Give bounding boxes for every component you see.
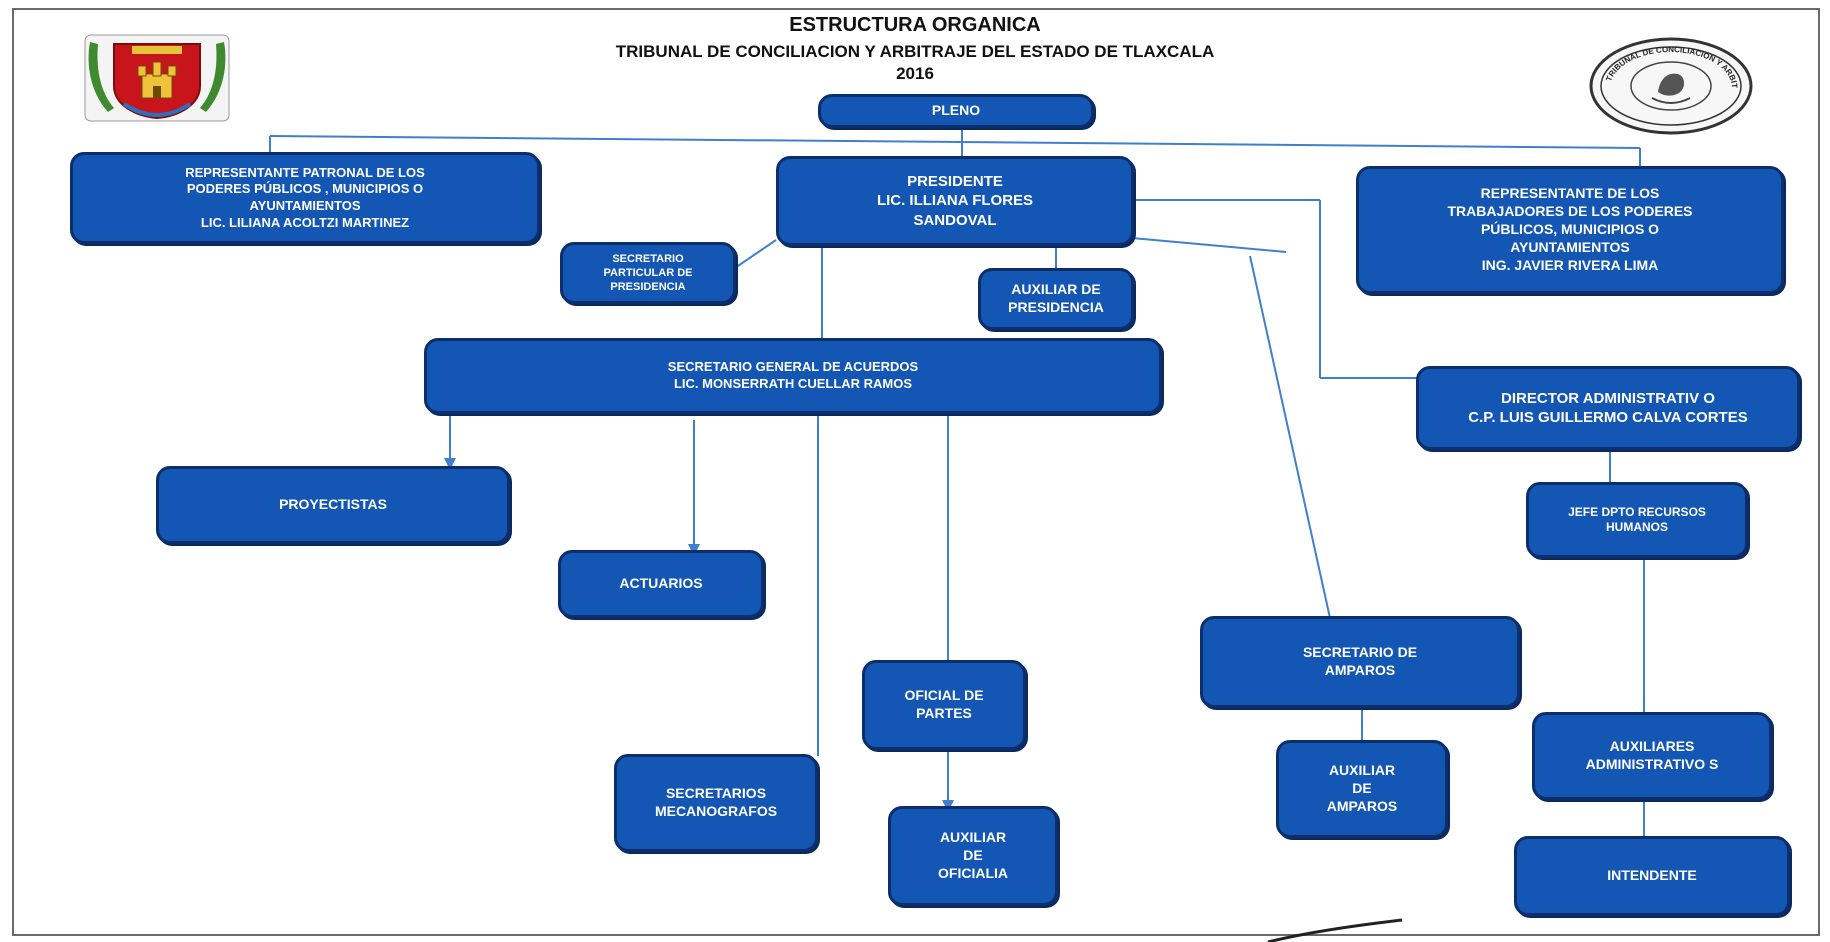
node-representante-trabajadores: REPRESENTANTE DE LOS TRABAJADORES DE LOS… — [1356, 166, 1784, 294]
node-actuarios: ACTUARIOS — [558, 550, 764, 618]
chart-title: ESTRUCTURA ORGANICA — [789, 14, 1041, 36]
node-oficial-partes: OFICIAL DE PARTES — [862, 660, 1026, 750]
node-secretarios-mecanografos: SECRETARIOS MECANOGRAFOS — [614, 754, 818, 852]
node-presidente: PRESIDENTE LIC. ILLIANA FLORES SANDOVAL — [776, 156, 1134, 246]
chart-subtitle: TRIBUNAL DE CONCILIACION Y ARBITRAJE DEL… — [615, 42, 1215, 61]
node-director-administrativo: DIRECTOR ADMINISTRATIV O C.P. LUIS GUILL… — [1416, 366, 1800, 450]
node-auxiliar-presidencia: AUXILIAR DE PRESIDENCIA — [978, 268, 1134, 330]
page-frame — [12, 8, 1820, 936]
node-auxiliar-oficialia: AUXILIAR DE OFICIALIA — [888, 806, 1058, 906]
node-auxiliares-administrativos: AUXILIARES ADMINISTRATIVO S — [1532, 712, 1772, 800]
node-jefe-recursos-humanos: JEFE DPTO RECURSOS HUMANOS — [1526, 482, 1748, 558]
coat-of-arms-icon — [84, 34, 230, 122]
node-representante-patronal: REPRESENTANTE PATRONAL DE LOS PODERES PÚ… — [70, 152, 540, 244]
node-secretario-amparos: SECRETARIO DE AMPAROS — [1200, 616, 1520, 708]
official-seal-icon: TRIBUNAL DE CONCILIACION Y ARBITRAJE — [1588, 36, 1753, 135]
node-intendente: INTENDENTE — [1514, 836, 1790, 916]
node-secretario-general: SECRETARIO GENERAL DE ACUERDOS LIC. MONS… — [424, 338, 1162, 414]
node-auxiliar-amparos: AUXILIAR DE AMPAROS — [1276, 740, 1448, 838]
chart-year: 2016 — [896, 64, 934, 83]
node-pleno: PLENO — [818, 94, 1094, 128]
node-secretario-particular: SECRETARIO PARTICULAR DE PRESIDENCIA — [560, 242, 736, 304]
node-proyectistas: PROYECTISTAS — [156, 466, 510, 544]
